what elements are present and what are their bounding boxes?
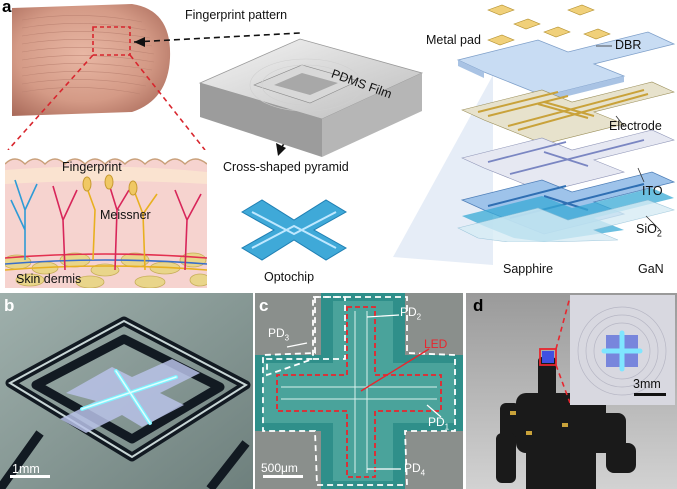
pd2-sub: 2 bbox=[416, 312, 422, 322]
panel-b-scale: 1mm bbox=[12, 462, 40, 476]
panel-b-letter: b bbox=[4, 296, 15, 315]
label-pd4: PD4 bbox=[404, 461, 425, 477]
label-pd2: PD2 bbox=[400, 305, 421, 321]
label-pd3: PD3 bbox=[268, 326, 289, 342]
layer-stack bbox=[456, 4, 676, 242]
panel-d-scale: 3mm bbox=[633, 377, 661, 391]
panel-d-photo bbox=[466, 293, 677, 489]
label-skin-dermis: Skin dermis bbox=[16, 272, 82, 286]
pd3-sub: 3 bbox=[284, 333, 290, 343]
pd3-base: PD bbox=[268, 326, 285, 340]
sio2-base: SiO bbox=[636, 222, 657, 236]
label-dbr: DBR bbox=[615, 38, 642, 52]
panel-c-letter: c bbox=[259, 296, 269, 315]
label-optochip: Optochip bbox=[264, 270, 315, 284]
panel-c-scale: 500μm bbox=[261, 461, 298, 475]
skin-cross-section bbox=[5, 150, 207, 288]
panel-d-letter: d bbox=[473, 296, 484, 315]
pd1-base: PD bbox=[428, 415, 445, 429]
label-meissner: Meissner bbox=[100, 208, 151, 222]
label-electrode: Electrode bbox=[609, 119, 662, 133]
label-sio2: SiO2 bbox=[636, 222, 662, 239]
label-sapphire: Sapphire bbox=[503, 262, 554, 276]
label-fingerprint-pattern: Fingerprint pattern bbox=[185, 8, 288, 22]
label-pd1: PD1 bbox=[428, 415, 449, 431]
pd4-base: PD bbox=[404, 461, 421, 475]
pdms-film-block bbox=[198, 38, 424, 157]
pd2-base: PD bbox=[400, 305, 417, 319]
panel-c-photo bbox=[255, 293, 463, 489]
label-gan: GaN bbox=[638, 262, 664, 276]
label-led: LED bbox=[424, 337, 448, 351]
panel-b-photo bbox=[0, 293, 253, 489]
label-metal-pad: Metal pad bbox=[426, 33, 481, 47]
optochip-cross bbox=[241, 199, 347, 261]
panel-a-letter: a bbox=[2, 0, 12, 16]
pd1-sub: 1 bbox=[444, 422, 450, 432]
label-cross-pyramid: Cross-shaped pyramid bbox=[223, 160, 349, 174]
sio2-sub: 2 bbox=[656, 228, 662, 239]
label-fingerprint-skin: Fingerprint bbox=[62, 160, 122, 174]
label-ito: ITO bbox=[642, 184, 663, 198]
pd4-sub: 4 bbox=[420, 468, 426, 478]
